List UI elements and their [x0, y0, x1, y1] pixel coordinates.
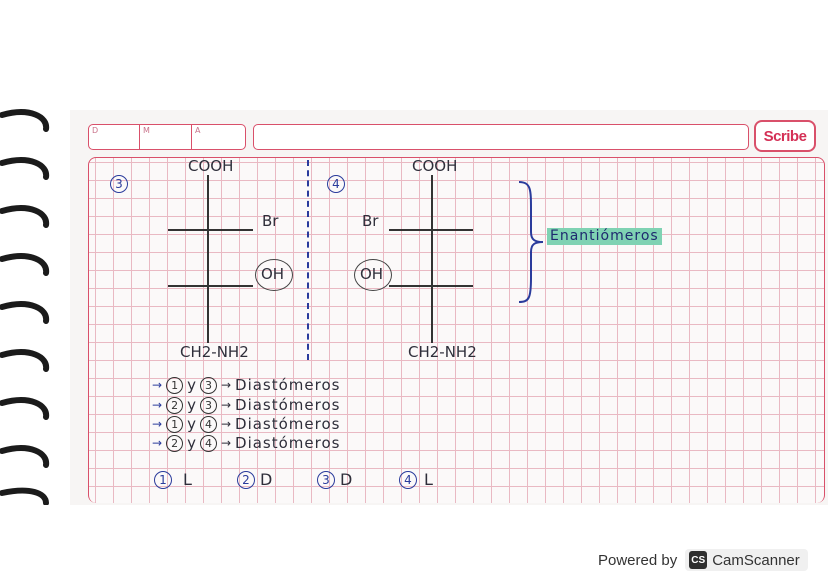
arrow-right-icon: →: [220, 398, 232, 412]
arrow-right-icon: →: [152, 398, 163, 412]
config-number: 2: [237, 471, 255, 489]
powered-by-text: Powered by: [598, 551, 678, 569]
structure-4-top: COOH: [412, 157, 458, 175]
camscanner-logo: CS CamScanner: [685, 549, 808, 571]
molecule-number: 3: [199, 376, 217, 394]
structure-4-lower-sub: OH: [360, 265, 384, 283]
title-field: [253, 124, 749, 150]
structure-3-upper-sub: Br: [262, 212, 279, 230]
grid-sheet: [88, 157, 825, 503]
structure-4-bottom: CH2-NH2: [408, 343, 477, 361]
comparison-result: Diastómeros: [235, 434, 341, 452]
config-number: 4: [399, 471, 417, 489]
structure-4-upper-bond: [389, 229, 473, 231]
molecule-number: 1: [166, 415, 184, 433]
brand-logo: Scribe: [754, 120, 816, 152]
curly-brace: [518, 181, 544, 303]
structure-4-lower-bond: [389, 285, 473, 287]
arrow-right-icon: →: [152, 436, 163, 450]
enantiomer-label: Enantiómeros: [547, 228, 662, 245]
date-month-label: M: [143, 126, 150, 135]
molecule-number: 4: [199, 415, 217, 433]
structure-3-lower-bond: [168, 285, 253, 287]
comparison-result: Diastómeros: [235, 396, 341, 414]
comparison-row-2: → 2 y 3 → Diastómeros: [152, 396, 340, 414]
camscanner-name: CamScanner: [712, 551, 800, 569]
structure-4-oh-circle: [354, 259, 392, 291]
structure-4-upper-sub: Br: [362, 212, 379, 230]
mirror-plane: [307, 160, 309, 360]
conjunction: y: [187, 376, 196, 394]
conjunction: y: [187, 434, 196, 452]
config-value: D: [340, 470, 353, 489]
comparison-result: Diastómeros: [235, 376, 341, 394]
structure-4-number: 4: [327, 175, 345, 193]
structure-3-upper-bond: [168, 229, 253, 231]
structure-3-top: COOH: [188, 157, 234, 175]
comparison-result: Diastómeros: [235, 415, 341, 433]
comparison-row-1: → 1 y 3 → Diastómeros: [152, 376, 340, 394]
config-number: 3: [317, 471, 335, 489]
scanner-watermark: Powered by CS CamScanner: [598, 549, 808, 571]
date-year-label: A: [195, 126, 201, 135]
arrow-right-icon: →: [220, 436, 232, 450]
molecule-number: 2: [166, 396, 184, 414]
arrow-right-icon: →: [152, 378, 163, 392]
structure-3-oh-circle: [255, 259, 293, 291]
structure-3-backbone: [207, 175, 209, 343]
comparison-row-3: → 1 y 4 → Diastómeros: [152, 415, 340, 433]
structure-4-backbone: [431, 175, 433, 343]
config-value: L: [183, 470, 192, 489]
comparison-row-4: → 2 y 4 → Diastómeros: [152, 434, 340, 452]
cs-logo-icon: CS: [689, 551, 708, 569]
conjunction: y: [187, 415, 196, 433]
date-field: D M A: [88, 124, 246, 150]
config-value: L: [424, 470, 433, 489]
arrow-right-icon: →: [220, 417, 232, 431]
date-day-label: D: [92, 126, 99, 135]
arrow-right-icon: →: [220, 378, 232, 392]
arrow-right-icon: →: [152, 417, 163, 431]
molecule-number: 1: [166, 376, 184, 394]
structure-3-number: 3: [110, 175, 128, 193]
spiral-binding: [0, 109, 50, 505]
conjunction: y: [187, 396, 196, 414]
config-number: 1: [154, 471, 172, 489]
structure-3-bottom: CH2-NH2: [180, 343, 249, 361]
structure-3-lower-sub: OH: [261, 265, 285, 283]
molecule-number: 2: [166, 434, 184, 452]
molecule-number: 4: [199, 434, 217, 452]
molecule-number: 3: [199, 396, 217, 414]
config-value: D: [260, 470, 273, 489]
